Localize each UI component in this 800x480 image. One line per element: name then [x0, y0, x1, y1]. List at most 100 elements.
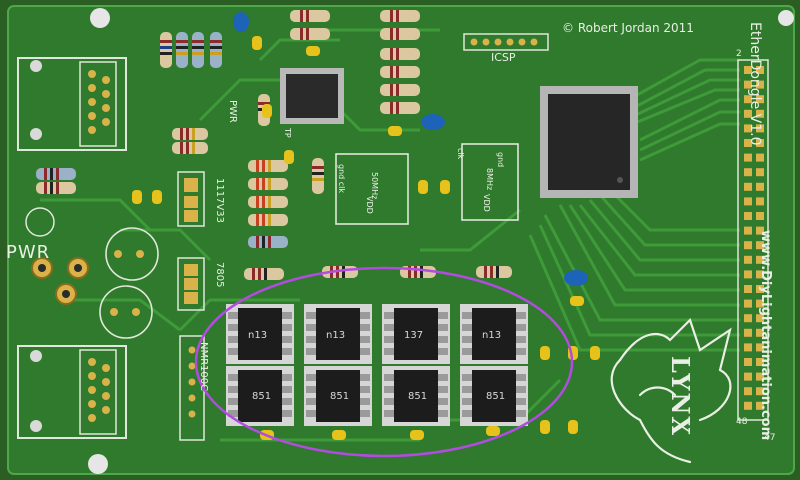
header-pin — [756, 387, 764, 396]
header-pin — [756, 109, 764, 118]
chip-label-bottom-1: 851 — [252, 391, 272, 402]
header-pin — [756, 168, 764, 177]
header-pin — [744, 109, 752, 118]
chip-label-top-4: n13 — [482, 330, 502, 341]
header-pin — [756, 343, 764, 352]
header-pin — [744, 197, 752, 206]
dip-chip — [382, 304, 450, 364]
header-pin — [756, 299, 764, 308]
connector-top-left — [17, 57, 127, 151]
dip-chip — [304, 304, 372, 364]
icsp-header — [463, 33, 549, 51]
header-pin — [744, 285, 752, 293]
icsp-label: ICSP — [491, 51, 516, 64]
pwr-label: PWR — [6, 242, 51, 263]
header-pin — [744, 182, 752, 191]
header-pin — [744, 66, 752, 74]
header-pin — [744, 226, 752, 235]
copyright-text: © Robert Jordan 2011 — [562, 21, 694, 35]
lynx-logo-art — [610, 317, 732, 464]
header-pin — [756, 124, 764, 133]
header-pin — [756, 285, 764, 293]
header-pin — [744, 343, 752, 352]
header-pin — [744, 401, 752, 410]
header-pin — [756, 66, 764, 74]
dip-chip — [304, 366, 372, 426]
header-pin — [756, 401, 764, 410]
header-pin — [744, 358, 752, 366]
header-pin — [744, 387, 752, 396]
chip-label-bottom-3: 851 — [408, 391, 428, 402]
chip-label-bottom-4: 851 — [486, 391, 506, 402]
header-pin — [744, 270, 752, 279]
regulators — [177, 171, 205, 311]
dcdc-label: NMR100C — [198, 342, 209, 392]
header-pin — [744, 212, 752, 220]
header-pin — [756, 212, 764, 220]
header-pin — [744, 80, 752, 89]
header-pin — [756, 139, 764, 147]
highlight-ellipse — [194, 266, 574, 458]
header-pin — [756, 358, 764, 366]
header-pin — [756, 197, 764, 206]
chip-label-bottom-2: 851 — [330, 391, 350, 402]
pin-2-label: 2 — [736, 49, 742, 59]
dip-chip — [460, 304, 528, 364]
tp-label: TP — [283, 128, 292, 138]
pin-47-label: 47 — [764, 433, 776, 443]
header-pin — [756, 241, 764, 250]
oscillators — [335, 143, 519, 225]
header-pin — [744, 328, 752, 337]
blue-capacitors — [233, 12, 588, 286]
header-pin — [744, 372, 752, 381]
board-name-label: EtherDongle V1.0 — [747, 22, 763, 146]
mounting-holes — [88, 8, 794, 474]
dip-chip — [226, 304, 294, 364]
cap-pads — [110, 250, 144, 316]
header-pin — [756, 95, 764, 104]
header-pin — [744, 255, 752, 264]
website-label: www.DiyLightanimation.com — [758, 230, 773, 441]
lynx-logo-text: LYNX — [666, 356, 695, 438]
pwr-led-label: PWR — [227, 100, 238, 123]
connector-bottom-left — [17, 345, 127, 439]
dip-chip — [226, 366, 294, 426]
osc1-gndclk-label: gnd clk — [337, 164, 346, 194]
osc2-gnd-label: gnd — [496, 152, 505, 168]
dip-chip — [382, 366, 450, 426]
reg2-label: 7805 — [214, 262, 225, 288]
resistors — [36, 10, 512, 280]
reg1-label: 1117V33 — [214, 178, 225, 224]
header-pins — [744, 66, 764, 410]
header-pin — [756, 270, 764, 279]
header-pin — [756, 182, 764, 191]
header-pin — [744, 241, 752, 250]
small-qfp-chip — [280, 68, 344, 124]
chip-label-top-3: 137 — [404, 330, 424, 341]
header-pin — [756, 80, 764, 89]
header-pin — [744, 314, 752, 323]
pcb-edge — [7, 5, 795, 475]
header-pin — [744, 153, 752, 162]
header-pin — [756, 153, 764, 162]
header-pin — [744, 124, 752, 133]
osc2-clk-label: clk — [456, 148, 465, 160]
electrolytic-capacitors — [99, 227, 159, 339]
chip-label-top-1: n13 — [248, 330, 268, 341]
header-pin — [756, 314, 764, 323]
dip-chip-array — [226, 304, 528, 426]
pin-header-right — [737, 59, 769, 421]
chip-label-top-2: n13 — [326, 330, 346, 341]
osc2-vdd-label: VDD — [482, 194, 491, 212]
header-pin — [744, 95, 752, 104]
power-jack — [25, 207, 89, 305]
pin-48-label: 48 — [736, 417, 748, 427]
header-pin — [744, 299, 752, 308]
osc1-vdd-label: VDD — [365, 196, 374, 214]
header-pin — [756, 328, 764, 337]
osc2-freq-label: 8MHz — [485, 168, 494, 191]
large-qfp-chip — [540, 86, 638, 198]
header-pin — [744, 168, 752, 177]
header-pin — [744, 139, 752, 147]
